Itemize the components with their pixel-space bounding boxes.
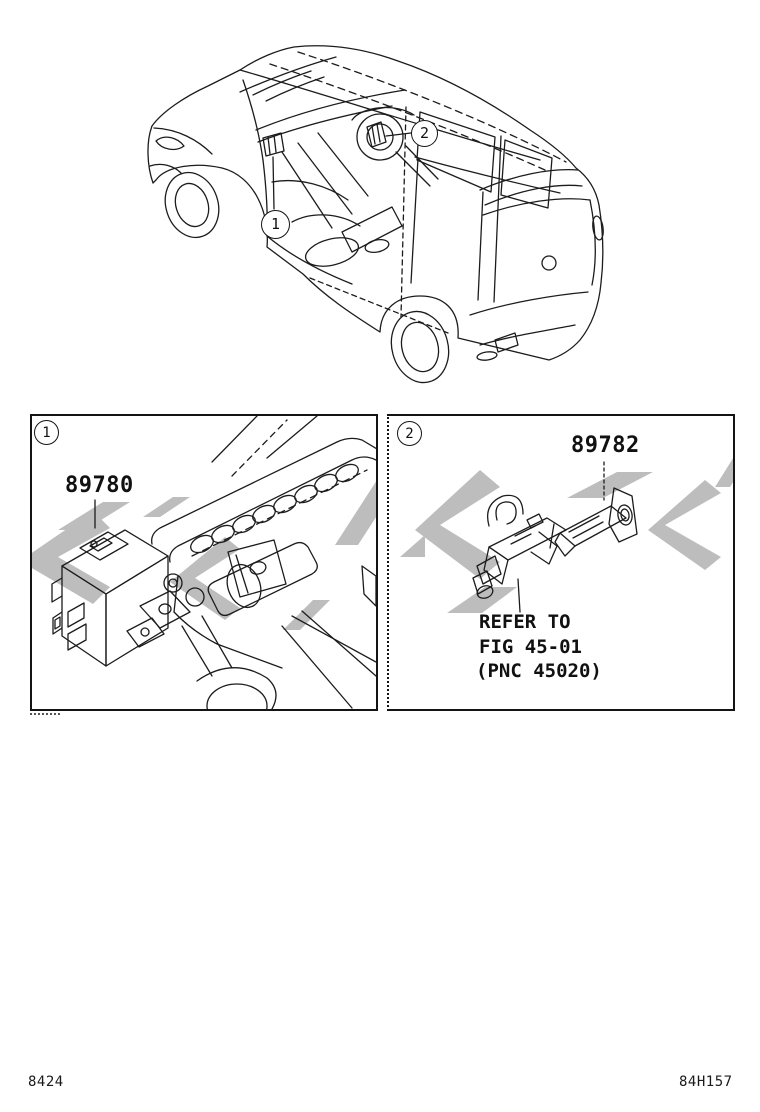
scan-artifact-dots bbox=[30, 713, 60, 715]
footer-figure-code: 84H157 bbox=[679, 1074, 733, 1090]
refer-note-line-3: (PNC 45020) bbox=[476, 660, 602, 682]
refer-note-line-2: FIG 45-01 bbox=[479, 636, 582, 658]
vehicle-line-art bbox=[147, 45, 604, 384]
part-89780-label: 89780 bbox=[65, 473, 134, 498]
refer-note-line-1: REFER TO bbox=[479, 611, 571, 633]
footer-page-code: 8424 bbox=[28, 1074, 64, 1090]
detail-box-1: 1 89780 bbox=[30, 414, 378, 711]
detail-box-2: 2 89782 REFER TO FIG 45-01 (PNC 45020) bbox=[387, 414, 735, 711]
reinforcement-line-art bbox=[51, 416, 376, 709]
part-89782-label: 89782 bbox=[571, 433, 640, 458]
vehicle-callout-1: 1 bbox=[261, 210, 290, 239]
panel-2-callout: 2 bbox=[397, 421, 422, 446]
ignition-switch-line-art bbox=[472, 461, 638, 613]
panel-1-callout: 1 bbox=[34, 420, 59, 445]
vehicle-callout-2: 2 bbox=[411, 120, 438, 147]
watermark-logo bbox=[400, 458, 733, 613]
